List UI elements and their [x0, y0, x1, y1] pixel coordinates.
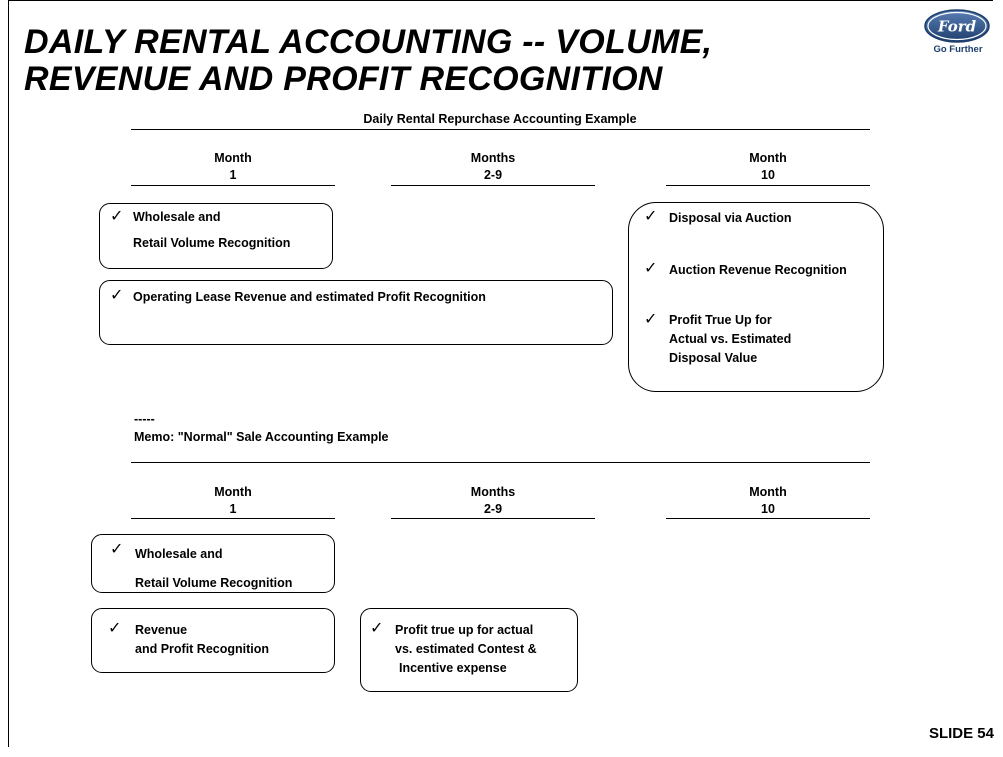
check-icon: ✓	[644, 309, 658, 328]
slide-title: DAILY RENTAL ACCOUNTING -- VOLUME, REVEN…	[24, 24, 712, 98]
s2-col-months-2-9: Months 2-9	[391, 484, 595, 518]
s1-col-month-1: Month 1	[131, 150, 335, 184]
title-line-1: DAILY RENTAL ACCOUNTING -- VOLUME,	[24, 23, 713, 61]
s2-col2-label: Months	[470, 485, 516, 499]
s1-col-month-10: Month 10	[666, 150, 870, 184]
s2-revenue-line-1: Revenue	[135, 623, 188, 637]
s1-col-months-2-9: Months 2-9	[391, 150, 595, 184]
s2-col3-value: 10	[761, 502, 775, 516]
s2-volume-text: Wholesale and Retail Volume Recognition	[135, 540, 292, 598]
check-icon: ✓	[644, 258, 658, 277]
s2-volume-line-2: Retail Volume Recognition	[135, 576, 293, 590]
s2-trueup-line-3: Incentive expense	[399, 661, 507, 675]
s2-trueup-box	[360, 608, 578, 692]
s1-disposal-item-3-line-2: Actual vs. Estimated	[669, 332, 792, 346]
s2-col-month-1: Month 1	[131, 484, 335, 518]
logo-wordmark: Ford	[937, 18, 977, 36]
s1-disposal-item-1: Disposal via Auction	[669, 211, 792, 225]
s1-col2-label: Months	[470, 151, 516, 165]
memo-title: Memo: "Normal" Sale Accounting Example	[134, 430, 389, 444]
s2-col3-underline	[666, 518, 870, 519]
s1-col1-label: Month	[214, 151, 252, 165]
s2-col1-underline	[131, 518, 335, 519]
slide-number: SLIDE 54	[928, 725, 994, 742]
s1-col2-value: 2-9	[483, 168, 503, 182]
s1-disposal-item-3-line-3: Disposal Value	[669, 351, 758, 365]
s2-col1-value: 1	[229, 502, 237, 516]
s2-revenue-box	[91, 608, 335, 673]
s1-col1-underline	[131, 185, 335, 186]
s1-disposal-item-2: Auction Revenue Recognition	[669, 263, 847, 277]
section1-rule	[131, 129, 870, 130]
title-line-2: REVENUE AND PROFIT RECOGNITION	[24, 60, 663, 98]
s1-disposal-item-3: Profit True Up for Actual vs. Estimated …	[669, 311, 791, 368]
memo-dashes: -----	[134, 412, 155, 426]
s2-trueup-line-1: Profit true up for actual	[395, 623, 534, 637]
s1-disposal-item-3-line-1: Profit True Up for	[669, 313, 772, 327]
s1-disposal-box	[628, 202, 884, 392]
s2-trueup-text: Profit true up for actual vs. estimated …	[395, 621, 537, 678]
s1-lease-box	[99, 280, 613, 345]
section1-title: Daily Rental Repurchase Accounting Examp…	[363, 112, 637, 126]
check-icon: ✓	[110, 206, 124, 225]
s1-volume-text: Wholesale and Retail Volume Recognition	[133, 207, 290, 253]
ford-logo: Ford	[924, 9, 990, 43]
s1-volume-line-1: Wholesale and	[133, 210, 221, 224]
s2-col3-label: Month	[749, 485, 787, 499]
s2-trueup-line-2: vs. estimated Contest &	[395, 642, 537, 656]
s2-volume-line-1: Wholesale and	[135, 547, 223, 561]
s2-revenue-line-2: and Profit Recognition	[135, 642, 270, 656]
s2-col2-value: 2-9	[483, 502, 503, 516]
s1-lease-text: Operating Lease Revenue and estimated Pr…	[133, 290, 486, 304]
s2-col-month-10: Month 10	[666, 484, 870, 518]
s1-col2-underline	[391, 185, 595, 186]
s1-volume-box	[99, 203, 333, 269]
check-icon: ✓	[110, 285, 124, 304]
logo-tagline: Go Further	[933, 44, 983, 55]
s1-col1-value: 1	[229, 168, 237, 182]
s2-col2-underline	[391, 518, 595, 519]
s2-revenue-text: Revenue and Profit Recognition	[135, 621, 269, 659]
check-icon: ✓	[110, 539, 124, 558]
check-icon: ✓	[108, 618, 122, 637]
check-icon: ✓	[370, 618, 384, 637]
section2-rule	[131, 462, 870, 463]
s2-col1-label: Month	[214, 485, 252, 499]
s1-col3-label: Month	[749, 151, 787, 165]
check-icon: ✓	[644, 206, 658, 225]
s1-volume-line-2: Retail Volume Recognition	[133, 236, 291, 250]
s1-col3-value: 10	[761, 168, 775, 182]
s2-volume-box	[91, 534, 335, 593]
slide-frame	[8, 0, 993, 747]
s1-col3-underline	[666, 185, 870, 186]
